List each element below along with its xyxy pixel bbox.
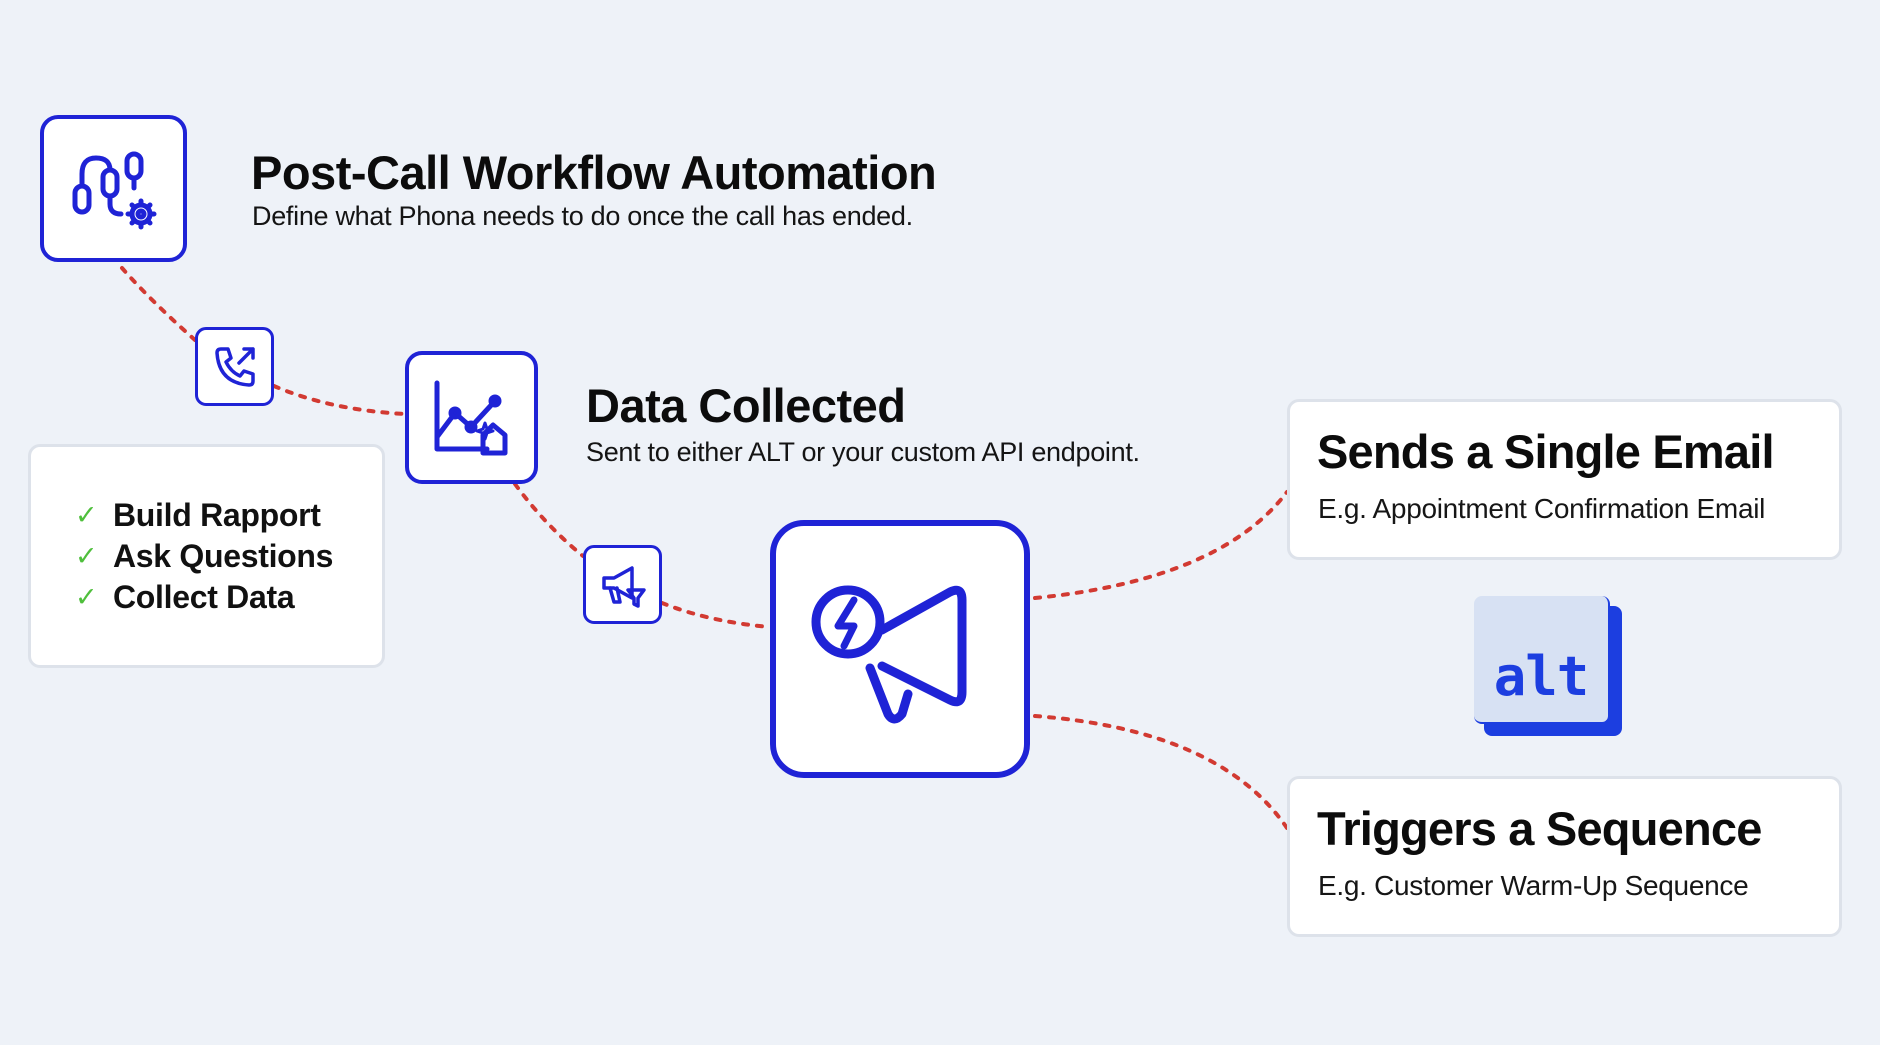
phone-outgoing-icon	[214, 346, 255, 387]
alt-logo: alt	[1474, 596, 1624, 736]
megaphone-small-icon-box	[583, 545, 662, 624]
connector-megaphone-to-sequence	[1033, 714, 1289, 830]
megaphone-lightning-icon	[811, 585, 967, 724]
email-outcome-card: Sends a Single Email E.g. Appointment Co…	[1287, 399, 1842, 560]
connector-workflow-to-phone	[120, 266, 197, 342]
connector-megaphone-to-email	[1033, 490, 1289, 600]
page-title: Post-Call Workflow Automation	[251, 146, 937, 199]
megaphone-icon-box	[770, 520, 1030, 778]
check-icon: ✓	[75, 541, 98, 571]
checklist-item-label: Collect Data	[113, 579, 295, 615]
sequence-outcome-card: Triggers a Sequence E.g. Customer Warm-U…	[1287, 776, 1842, 937]
checklist-item-label: Ask Questions	[113, 538, 334, 574]
email-outcome-subtitle: E.g. Appointment Confirmation Email	[1318, 493, 1766, 524]
check-icon: ✓	[75, 500, 98, 530]
connector-chart-to-megaphone-small	[513, 482, 585, 558]
phone-icon-box	[195, 327, 274, 406]
checklist-item-label: Build Rapport	[113, 497, 321, 533]
data-collected-subtitle: Sent to either ALT or your custom API en…	[586, 437, 1140, 467]
checklist-item: ✓ Collect Data	[75, 577, 382, 618]
workflow-gear-icon	[72, 151, 156, 229]
email-outcome-title: Sends a Single Email	[1317, 425, 1775, 478]
chart-icon-box	[405, 351, 538, 484]
checklist: ✓ Build Rapport ✓ Ask Questions ✓ Collec…	[75, 495, 382, 618]
sequence-outcome-title: Triggers a Sequence	[1317, 802, 1762, 855]
connector-phone-to-chart	[272, 384, 407, 416]
alt-logo-face: alt	[1474, 596, 1610, 724]
page-subtitle: Define what Phona needs to do once the c…	[252, 201, 913, 231]
alt-logo-text: alt	[1493, 645, 1590, 708]
sequence-outcome-subtitle: E.g. Customer Warm-Up Sequence	[1318, 870, 1749, 901]
data-collected-title: Data Collected	[586, 379, 906, 432]
checklist-item: ✓ Ask Questions	[75, 536, 382, 577]
megaphone-filter-icon	[601, 565, 646, 608]
check-icon: ✓	[75, 582, 98, 612]
checklist-item: ✓ Build Rapport	[75, 495, 382, 536]
data-chart-icon	[434, 380, 507, 455]
checklist-card: ✓ Build Rapport ✓ Ask Questions ✓ Collec…	[28, 444, 385, 668]
connector-megaphone-small-to-megaphone	[660, 601, 772, 629]
workflow-icon-box	[40, 115, 187, 262]
